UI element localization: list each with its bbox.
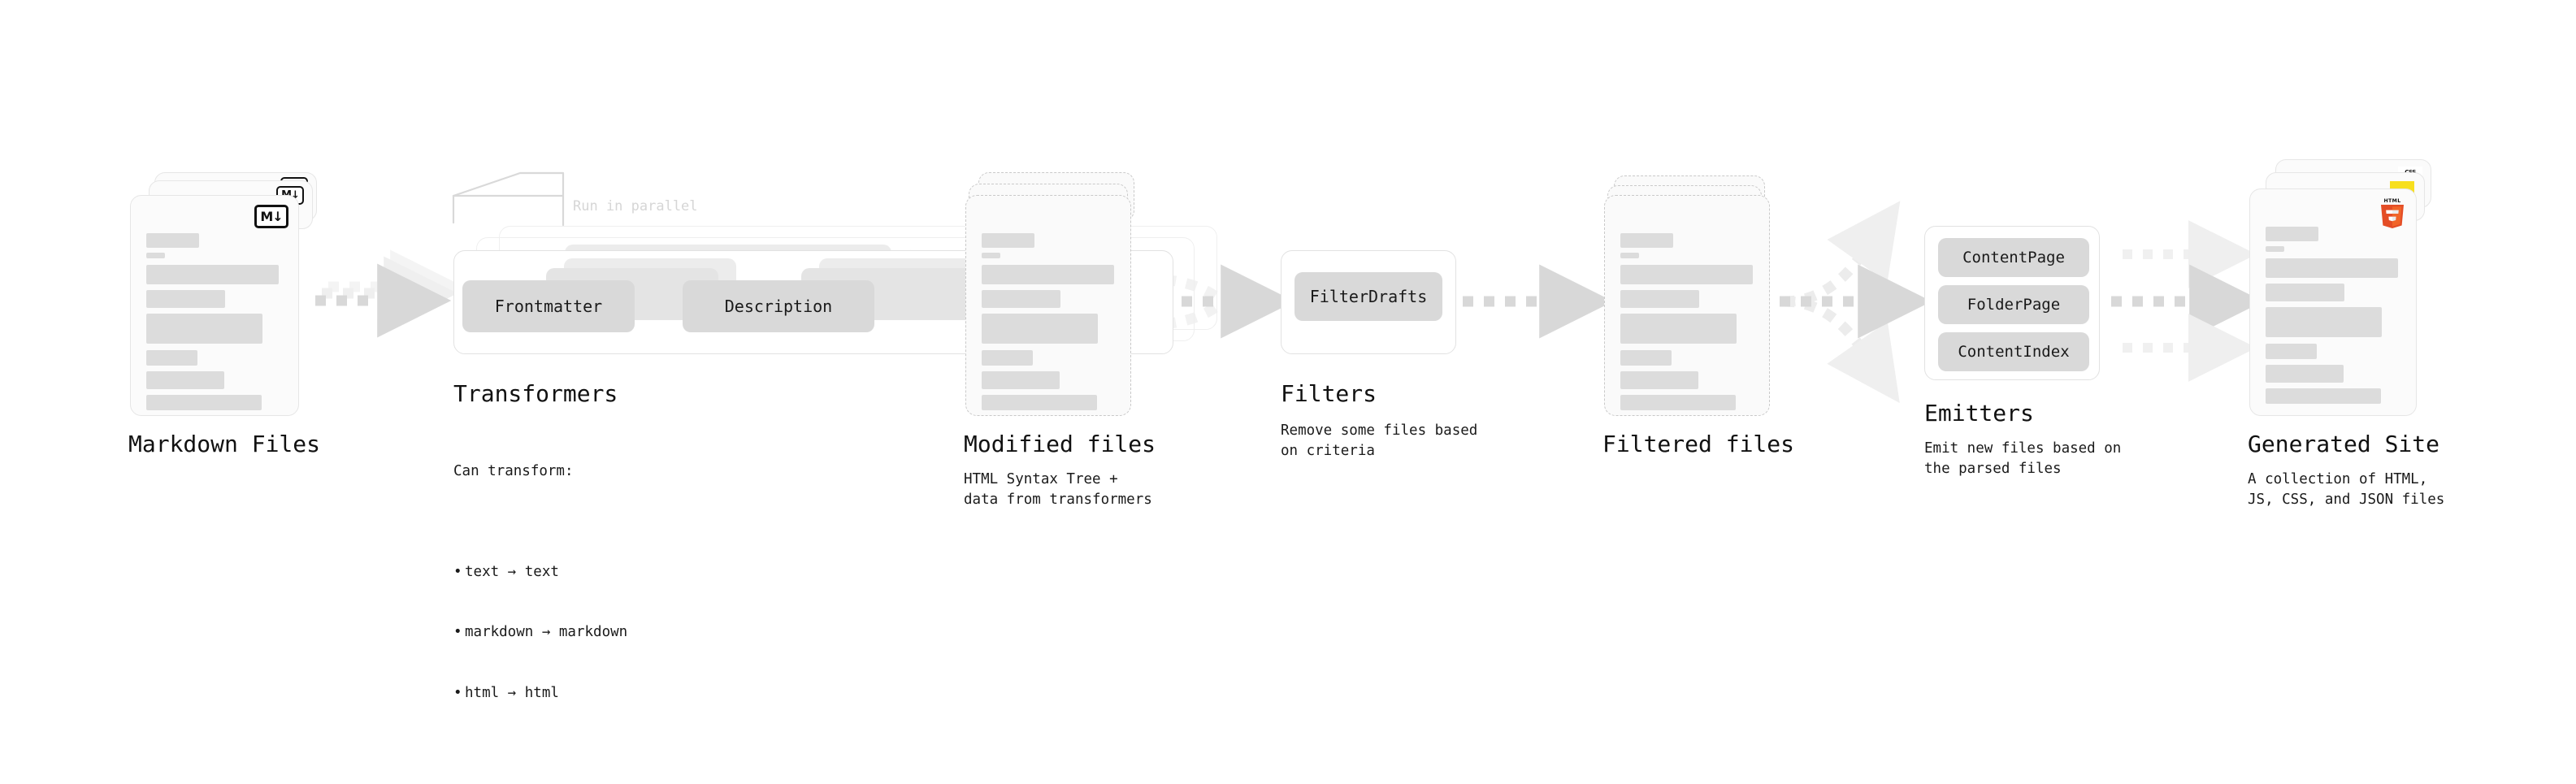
skeleton-bar xyxy=(146,371,224,389)
caption-generated-site: Generated Site xyxy=(2248,431,2440,457)
transformers-description-lead: Can transform: xyxy=(453,462,574,479)
skeleton-bar xyxy=(2266,246,2284,252)
skeleton-bar xyxy=(982,265,1114,284)
skeleton-bar xyxy=(982,314,1098,344)
skeleton-bar xyxy=(146,395,262,410)
modified-card-front xyxy=(965,195,1131,416)
emitter-node-contentindex[interactable]: ContentIndex xyxy=(1938,332,2089,371)
emitter-node-folderpage[interactable]: FolderPage xyxy=(1938,285,2089,324)
skeleton-bar xyxy=(2266,227,2318,241)
emitter-node-label: FolderPage xyxy=(1967,296,2061,314)
skeleton-bar xyxy=(1620,314,1737,344)
transformers-bullet: text → text xyxy=(453,562,627,583)
caption-transformers: Transformers xyxy=(453,380,618,407)
caption-filtered-files: Filtered files xyxy=(1602,431,1795,457)
filter-node-filterdrafts[interactable]: FilterDrafts xyxy=(1295,272,1442,321)
pipeline-diagram: M↓ M↓ M↓ Markdown Files xyxy=(0,0,2576,681)
svg-text:HTML: HTML xyxy=(2383,198,2400,204)
html5-icon-svg: HTML xyxy=(2381,198,2404,228)
emitters-description: Emit new files based on the parsed files xyxy=(1924,440,2122,477)
transformers-bullet-list: text → text markdown → markdown html → h… xyxy=(453,522,627,743)
skeleton-bar xyxy=(982,395,1097,410)
run-in-parallel-label: Run in parallel xyxy=(573,198,698,214)
skeleton-bar xyxy=(982,253,1000,258)
run-in-parallel-bracket xyxy=(452,171,565,227)
transformers-bullet: html → html xyxy=(453,683,627,704)
generated-site-description: A collection of HTML, JS, CSS, and JSON … xyxy=(2248,471,2445,508)
modified-files-description: HTML Syntax Tree + data from transformer… xyxy=(964,471,1152,508)
connector-emitters-to-site xyxy=(2111,220,2264,382)
emitter-node-label: ContentIndex xyxy=(1958,343,2070,361)
caption-modified-files: Modified files xyxy=(964,431,1156,457)
skeleton-bar xyxy=(1620,371,1698,389)
skeleton-bar xyxy=(146,253,165,258)
skeleton-bar xyxy=(2266,388,2381,404)
transformer-node-label: Frontmatter xyxy=(494,297,603,316)
skeleton-bar xyxy=(982,371,1060,389)
transformer-node-description[interactable]: Description xyxy=(683,280,874,332)
skeleton-bar xyxy=(1620,253,1639,258)
html5-icon: HTML xyxy=(2379,196,2406,228)
markdown-card-front: M↓ xyxy=(130,195,299,416)
transformers-bullet: markdown → markdown xyxy=(453,622,627,643)
skeleton-bar xyxy=(1620,290,1699,308)
caption-markdown-files: Markdown Files xyxy=(128,431,321,457)
filters-description: Remove some files based on criteria xyxy=(1281,422,1478,459)
skeleton-bar xyxy=(2266,307,2382,337)
markdown-icon: M↓ xyxy=(254,205,288,228)
site-card-front: HTML xyxy=(2249,188,2417,416)
skeleton-bar xyxy=(982,233,1034,248)
skeleton-bar xyxy=(1620,395,1736,410)
caption-emitters: Emitters xyxy=(1924,400,2034,427)
skeleton-bar xyxy=(146,290,225,308)
transformers-description: Can transform: text → text markdown → ma… xyxy=(453,421,627,784)
filtered-card-front xyxy=(1604,195,1770,416)
caption-filters: Filters xyxy=(1281,380,1377,407)
skeleton-bar xyxy=(146,314,262,344)
filter-node-label: FilterDrafts xyxy=(1309,287,1428,306)
connector-filtered-to-emitters xyxy=(1780,201,1932,404)
emitters-box: ContentPage FolderPage ContentIndex xyxy=(1924,226,2100,380)
skeleton-bar xyxy=(1620,233,1673,248)
skeleton-bar xyxy=(146,265,279,284)
filters-box: FilterDrafts xyxy=(1281,250,1456,354)
connector-markdown-to-transformers xyxy=(315,249,465,338)
emitter-node-label: ContentPage xyxy=(1962,249,2065,266)
skeleton-bar xyxy=(2266,284,2344,301)
skeleton-bar xyxy=(2266,365,2344,383)
skeleton-bar xyxy=(982,290,1060,308)
emitter-node-contentpage[interactable]: ContentPage xyxy=(1938,238,2089,277)
skeleton-bar xyxy=(146,233,199,248)
skeleton-bar xyxy=(982,350,1033,366)
transformer-node-frontmatter[interactable]: Frontmatter xyxy=(462,280,635,332)
skeleton-bar xyxy=(1620,350,1672,366)
skeleton-bar xyxy=(2266,344,2317,359)
skeleton-bar xyxy=(1620,265,1753,284)
skeleton-bar xyxy=(146,350,197,366)
transformer-node-label: Description xyxy=(724,297,833,316)
skeleton-bar xyxy=(2266,258,2398,278)
